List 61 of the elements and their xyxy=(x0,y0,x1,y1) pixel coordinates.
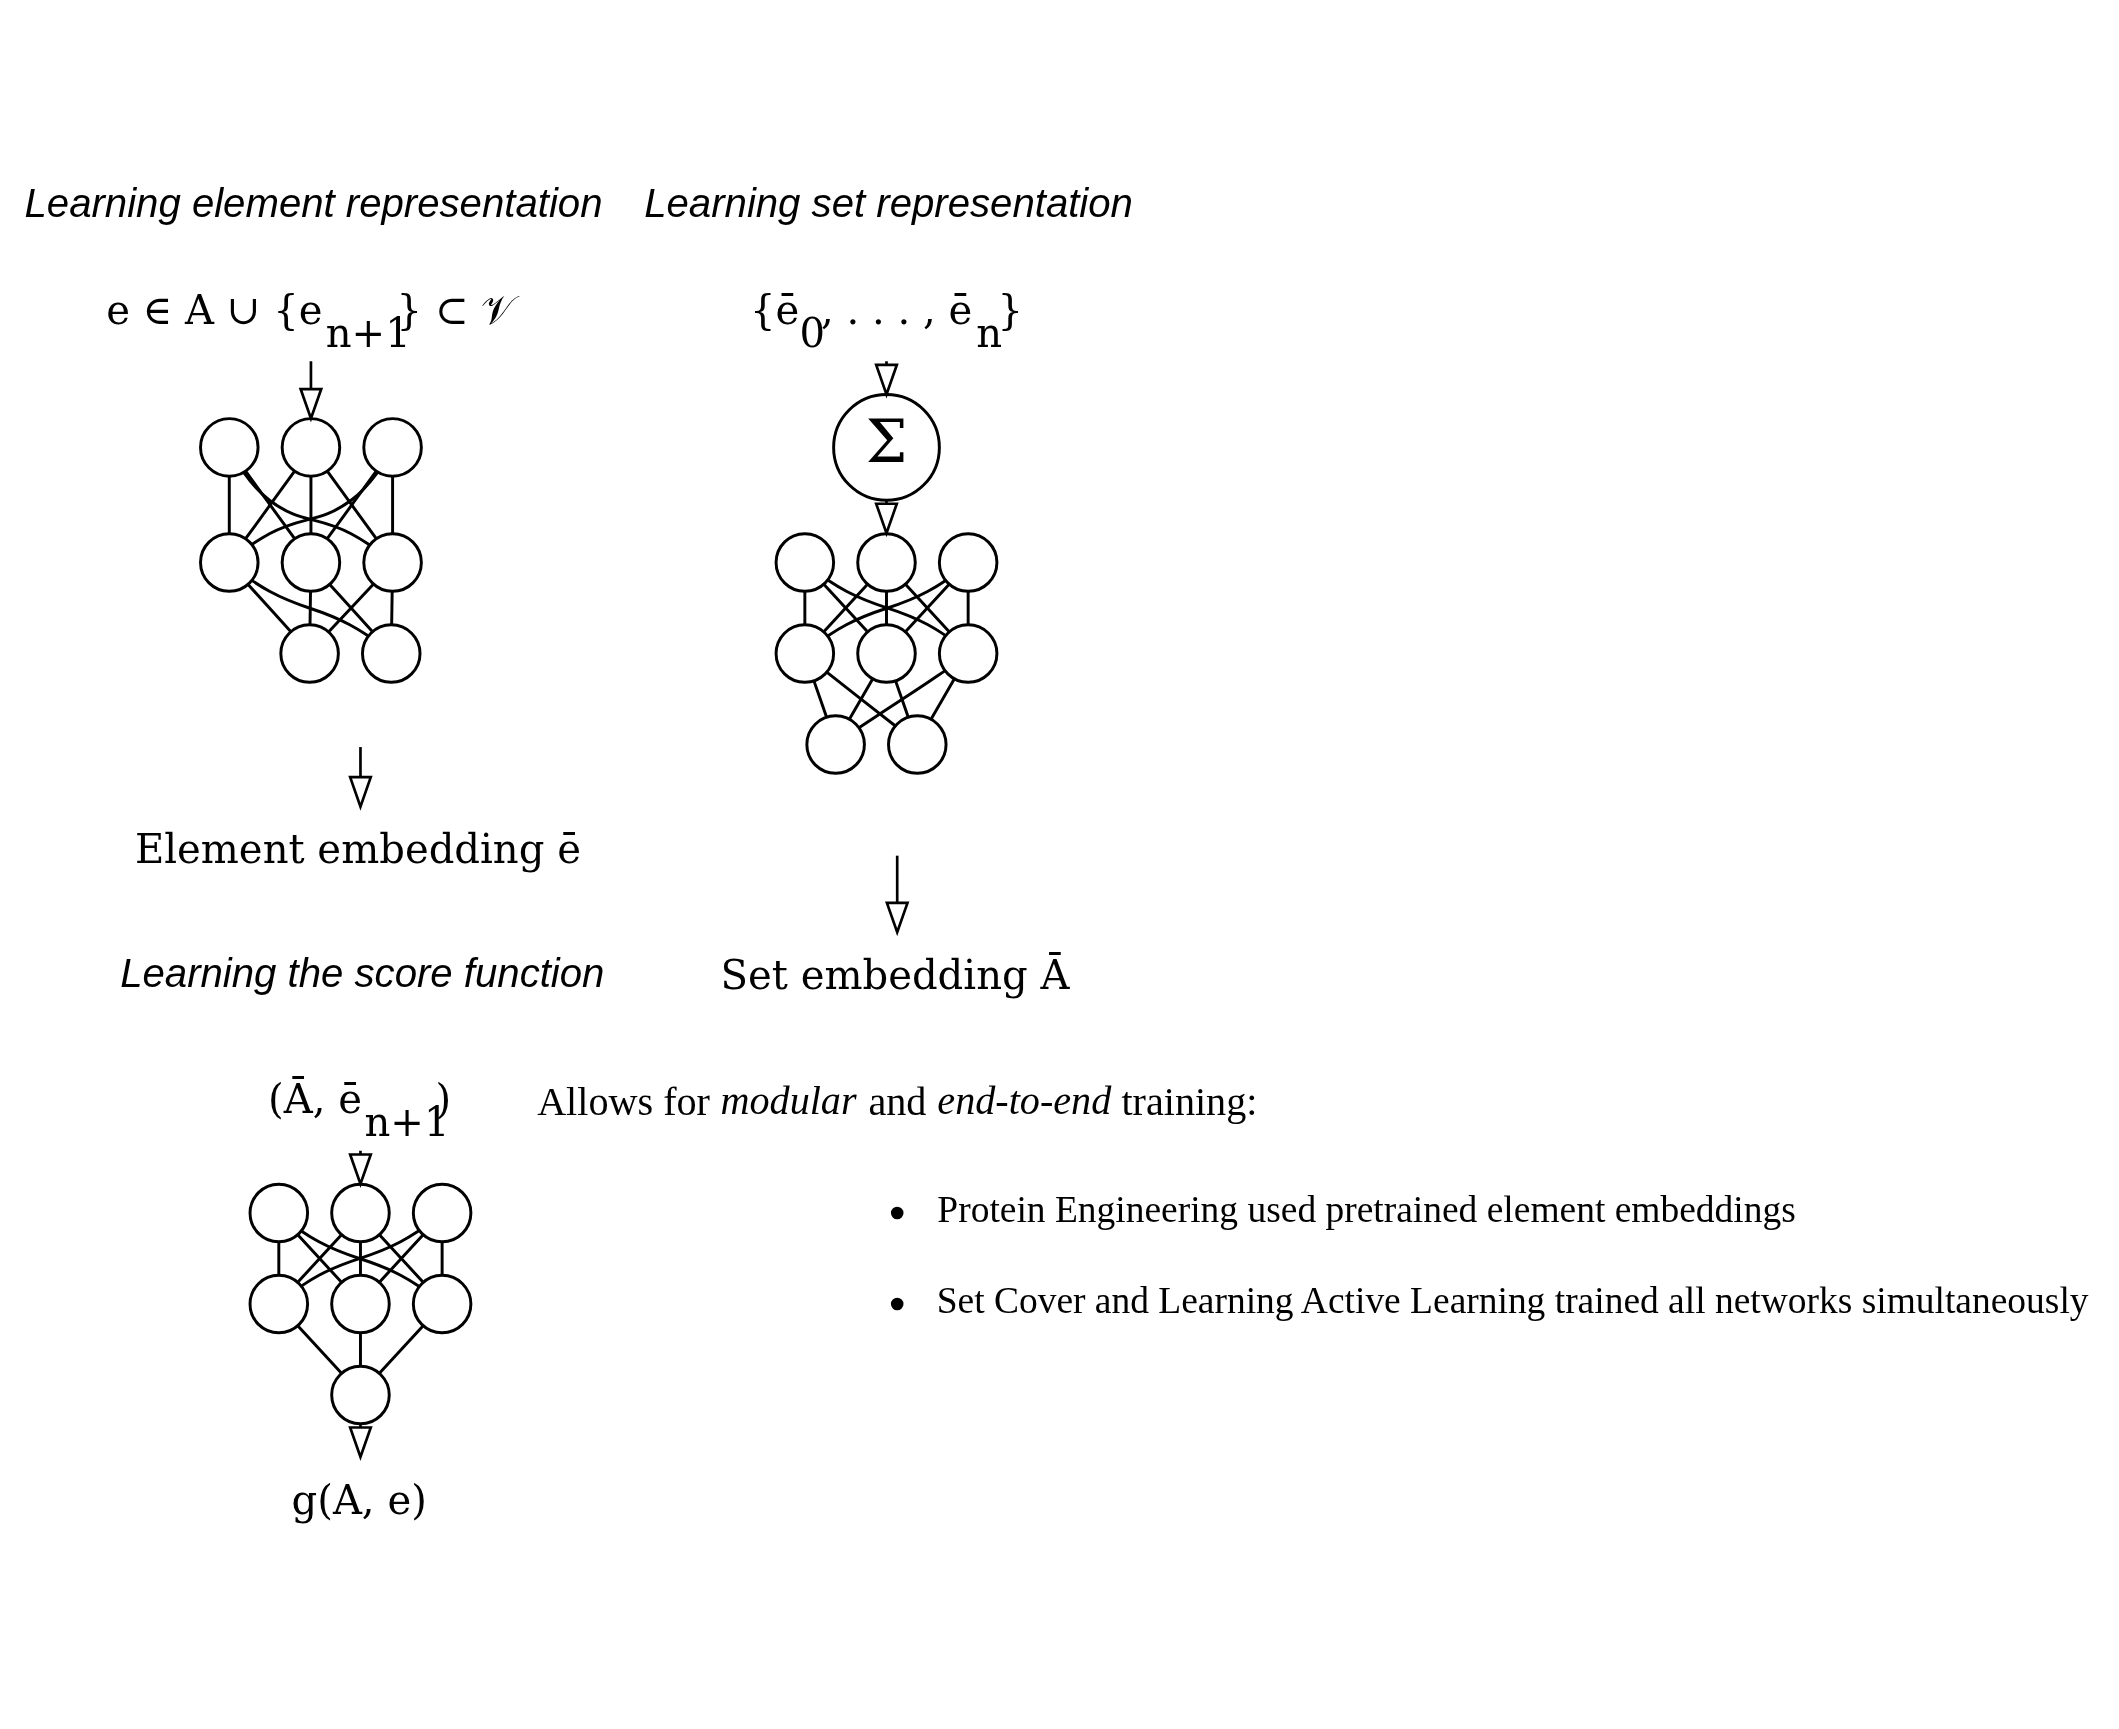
connector xyxy=(308,590,312,624)
node-circle xyxy=(199,531,260,593)
node-circle xyxy=(248,1182,310,1243)
connector xyxy=(390,590,394,624)
node-circle xyxy=(362,531,423,593)
connector xyxy=(309,476,313,534)
node-circle xyxy=(774,531,836,593)
label: Learning the score function xyxy=(120,950,605,996)
connector xyxy=(894,679,910,718)
connector xyxy=(858,669,946,729)
node-circle xyxy=(937,531,999,593)
node-circle xyxy=(411,1273,473,1334)
connector xyxy=(227,476,231,534)
connector xyxy=(440,1241,444,1275)
arrow xyxy=(874,360,899,398)
connector xyxy=(929,677,956,720)
node-circle xyxy=(937,622,999,684)
node-circle xyxy=(280,416,342,478)
connector xyxy=(378,1324,425,1374)
connector xyxy=(244,470,296,539)
connector xyxy=(300,1229,420,1287)
label: Protein Engineering used pretrained element embeddings xyxy=(937,1188,1796,1230)
arrow xyxy=(348,746,373,811)
node-circle xyxy=(330,1182,391,1243)
connector xyxy=(359,1332,362,1366)
connector xyxy=(803,590,807,624)
connector xyxy=(251,578,369,637)
arrow xyxy=(885,855,910,936)
node-circle xyxy=(248,1273,310,1334)
label: Learning set representation xyxy=(644,179,1133,225)
connector xyxy=(247,583,292,632)
node-text: Set embedding Ā xyxy=(720,951,1070,998)
connector xyxy=(848,677,874,720)
node-circle xyxy=(805,713,866,775)
arrow xyxy=(298,360,324,423)
node-circle xyxy=(280,531,342,593)
label: Set Cover and Learning Active Learning trained all networks simultaneously xyxy=(936,1279,2089,1321)
connector xyxy=(966,590,970,624)
node-circle xyxy=(411,1182,473,1243)
connector xyxy=(812,679,828,718)
connector xyxy=(885,590,888,624)
connector xyxy=(277,1241,281,1275)
connector xyxy=(826,670,897,727)
node-circle xyxy=(199,416,260,478)
node-circle xyxy=(856,531,917,593)
connector xyxy=(326,470,378,539)
node-circle xyxy=(330,1273,391,1334)
node-circle xyxy=(362,416,423,478)
connector xyxy=(296,1324,343,1374)
label: Learning element representation xyxy=(24,179,603,225)
connector xyxy=(827,578,947,637)
node-text: g(A, e) xyxy=(291,1476,427,1523)
node-circle xyxy=(774,622,836,684)
node-circle xyxy=(361,622,422,684)
node-circle xyxy=(279,622,340,684)
connector xyxy=(391,476,395,534)
node-circle xyxy=(887,713,948,775)
label: Allows for modular and end-to-end training: xyxy=(537,1077,1258,1124)
node-text: Element embedding ē xyxy=(134,825,581,872)
node-circle xyxy=(856,622,917,684)
connector xyxy=(359,1241,362,1275)
